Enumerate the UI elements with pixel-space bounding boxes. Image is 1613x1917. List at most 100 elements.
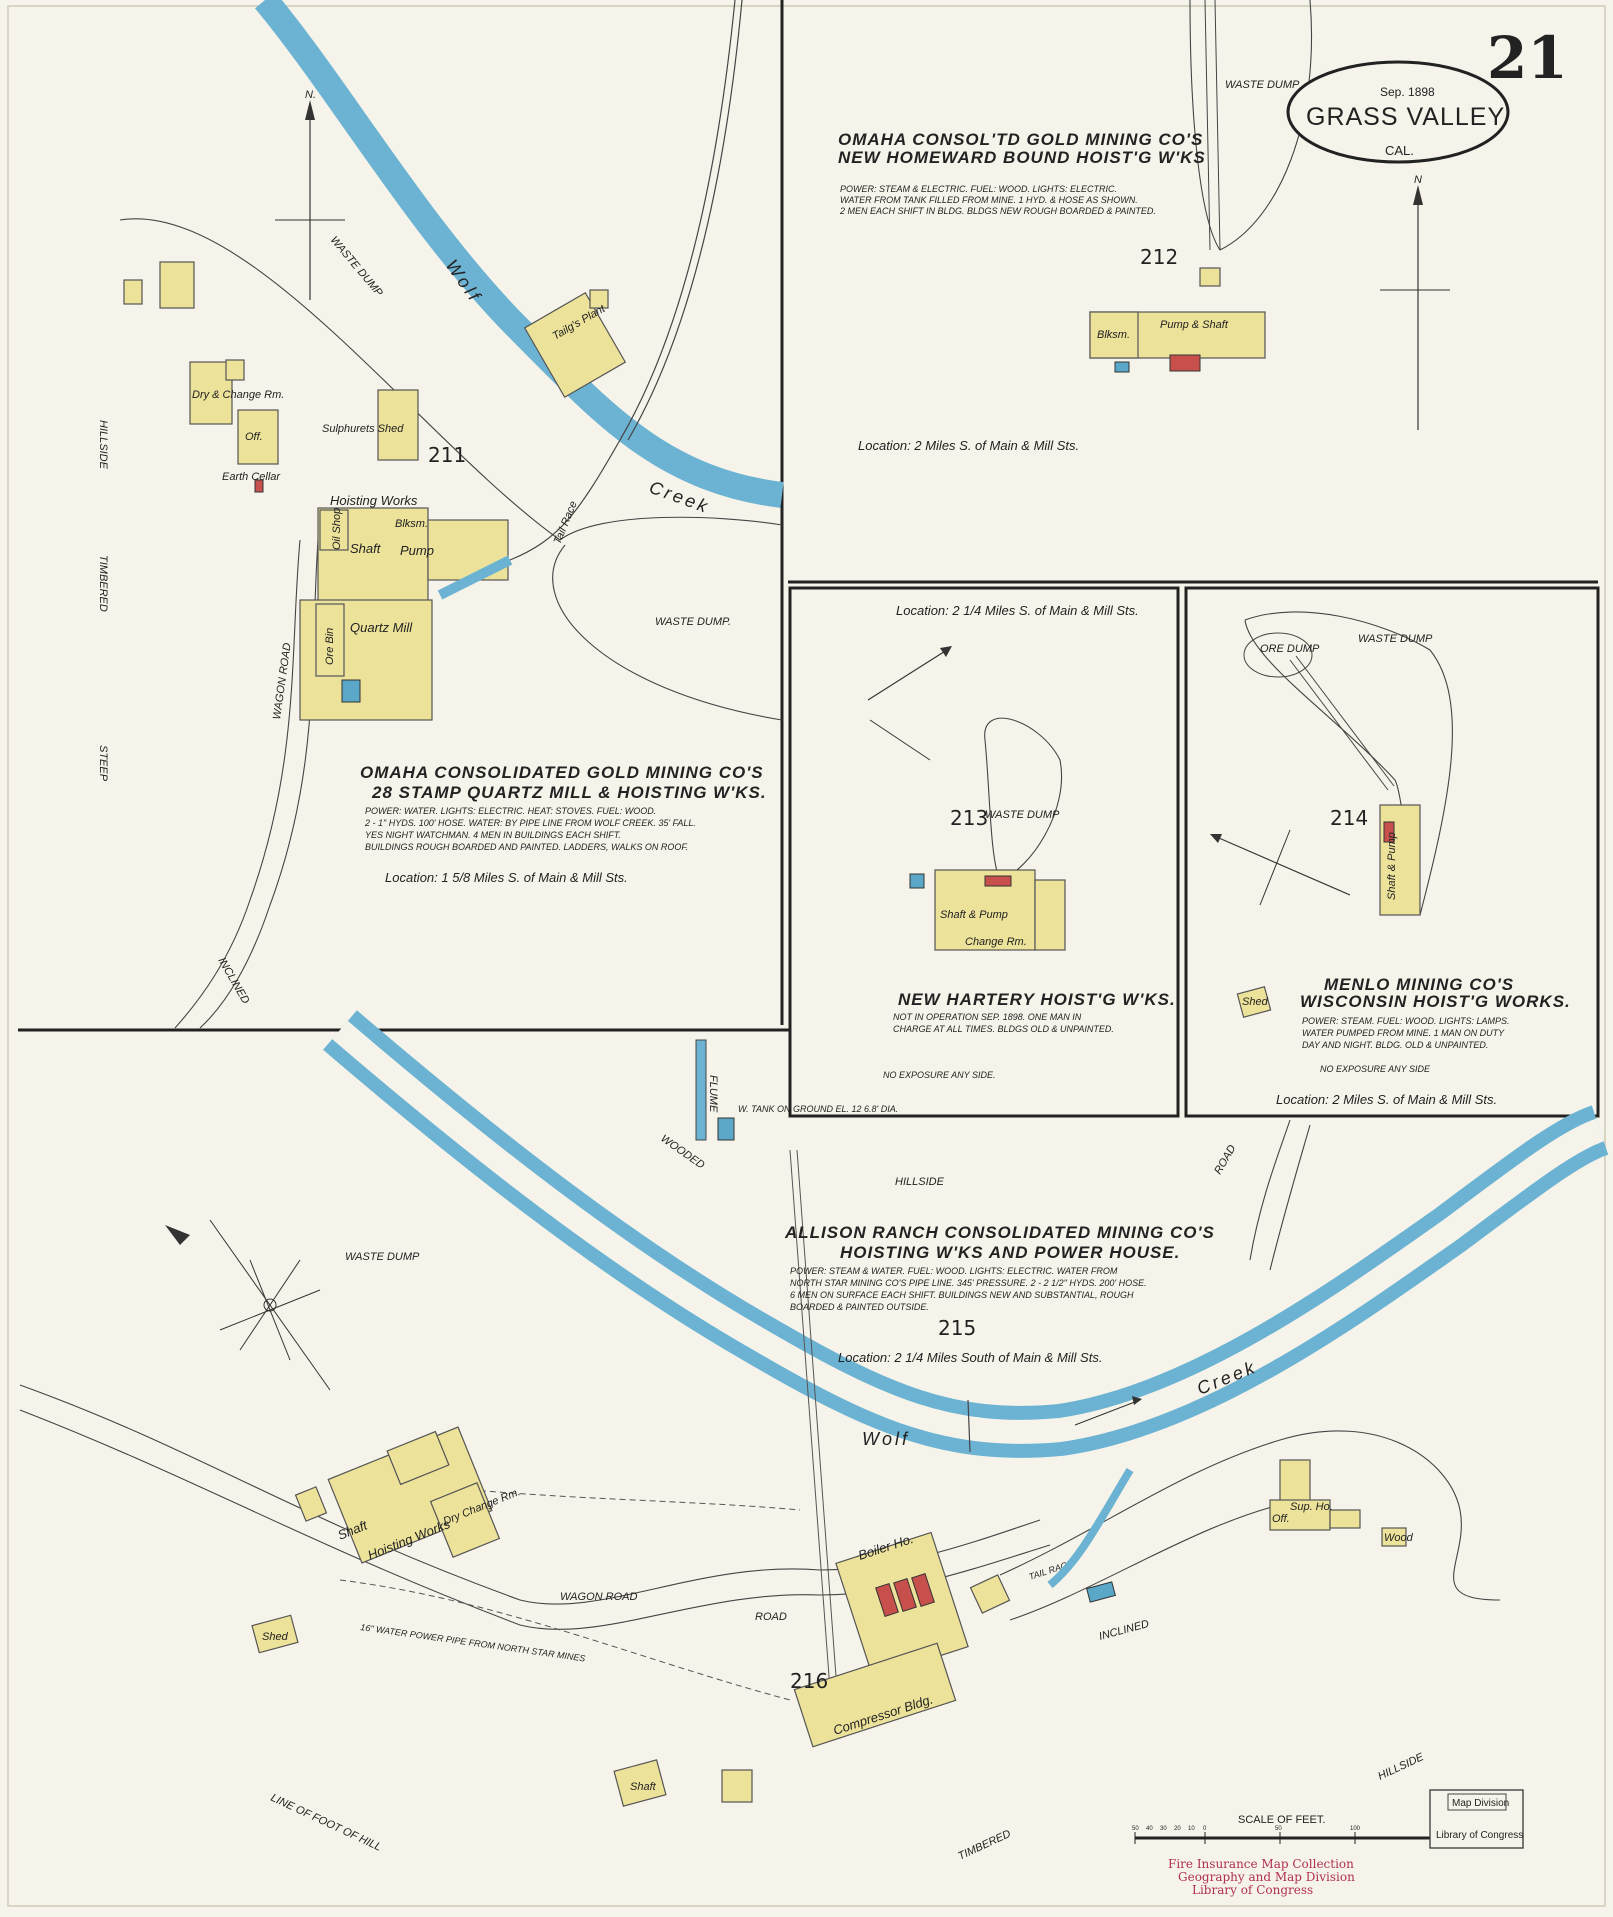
svg-text:50: 50	[1275, 1826, 1282, 1832]
panel-214: WASTE DUMP ORE DUMP Shaft & Pump Shed 21…	[1210, 611, 1571, 1107]
panel-frames	[18, 0, 1600, 1118]
panel-211-desc-3: YES NIGHT WATCHMAN. 4 MEN IN BUILDINGS E…	[365, 830, 621, 840]
panel-211-title-1: OMAHA CONSOLIDATED GOLD MINING CO'S	[360, 763, 764, 782]
block-number-215: 215	[938, 1316, 976, 1340]
hillside-label-211: HILLSIDE	[97, 420, 109, 470]
ore-bin-bldg	[315, 603, 345, 677]
shaft-label-211: Shaft	[350, 541, 382, 556]
svg-text:100: 100	[1350, 1826, 1361, 1832]
panel-213-location: Location: 2 1/4 Miles S. of Main & Mill …	[896, 603, 1139, 618]
panel-215-desc-1: POWER: STEAM & WATER. FUEL: WOOD. LIGHTS…	[790, 1266, 1118, 1276]
north-arrow-214	[1211, 834, 1351, 896]
panel-214-desc-1: POWER: STEAM. FUEL: WOOD. LIGHTS: LAMPS.	[1302, 1016, 1510, 1026]
panel-215-title-2: HOISTING W'KS AND POWER HOUSE.	[840, 1243, 1180, 1262]
tailings-plant-bldg	[523, 292, 627, 398]
svg-text:Library of Congress: Library of Congress	[1192, 1883, 1313, 1897]
shed-label-215: Shed	[262, 1631, 289, 1643]
shed-bldg-215	[251, 1614, 299, 1654]
waste-dump-label-211b: WASTE DUMP.	[655, 616, 731, 628]
steep-label-211: STEEP	[97, 745, 109, 782]
office-bldg-211	[237, 409, 279, 465]
panel-215: Wolf Creek W. TANK ON GROUND EL. 12 6.8'…	[19, 1010, 1609, 1863]
svg-text:0: 0	[1203, 1826, 1207, 1832]
creek-label-wolf-215: Wolf	[862, 1429, 910, 1449]
page-number: 21	[1487, 24, 1568, 92]
water-tank-215	[717, 1117, 735, 1141]
panel-214-desc-2: WATER PUMPED FROM MINE. 1 MAN ON DUTY	[1302, 1028, 1505, 1038]
panel-215-desc-2: NORTH STAR MINING CO'S PIPE LINE. 345' P…	[790, 1278, 1147, 1288]
waste-dump-label-213: WASTE DUMP	[985, 809, 1060, 821]
map-division-stamp: Map Division Library of Congress	[1429, 1789, 1524, 1849]
shed-214	[1236, 986, 1272, 1018]
pump-label-211: Pump	[400, 543, 434, 558]
ore-bin-label: Ore Bin	[324, 628, 336, 665]
panel-214-location: Location: 2 Miles S. of Main & Mill Sts.	[1276, 1092, 1497, 1107]
panel-212: WASTE DUMP Blksm. Pump & Shaft 212 N OMA…	[838, 0, 1568, 453]
panel-211-location: Location: 1 5/8 Miles S. of Main & Mill …	[385, 870, 628, 885]
svg-text:Map Division: Map Division	[1452, 1798, 1509, 1809]
panel-215-location: Location: 2 1/4 Miles South of Main & Mi…	[838, 1350, 1102, 1365]
wood-label: Wood	[1384, 1532, 1414, 1544]
timbered-label-211: TIMBERED	[97, 555, 109, 612]
ore-dump-label-214: ORE DUMP	[1260, 643, 1320, 655]
panel-212-desc-1: POWER: STEAM & ELECTRIC. FUEL: WOOD. LIG…	[840, 184, 1117, 194]
panel-211-desc-1: POWER: WATER. LIGHTS: ELECTRIC. HEAT: ST…	[365, 806, 656, 816]
panel-212-desc-2: WATER FROM TANK FILLED FROM MINE. 1 HYD.…	[840, 195, 1138, 205]
panel-214-title-1: MENLO MINING CO'S	[1324, 975, 1514, 994]
panel-211-desc-2: 2 - 1" HYDS. 100' HOSE. WATER: BY PIPE L…	[364, 818, 696, 828]
block-number-216: 216	[790, 1669, 828, 1693]
wagon-road-label-215: WAGON ROAD	[560, 1591, 637, 1603]
shaft-pump-label-214: Shaft & Pump	[1386, 832, 1398, 900]
blksm-label-211: Blksm.	[395, 518, 428, 530]
panel-212-title-2: NEW HOMEWARD BOUND HOIST'G W'KS	[838, 148, 1206, 167]
earth-cellar-label: Earth Cellar	[222, 471, 281, 483]
panel-213: Location: 2 1/4 Miles S. of Main & Mill …	[867, 603, 1176, 1080]
wood-shed	[1381, 1527, 1407, 1547]
scale-bar: SCALE OF FEET. 50 40 30 20 10 0 50 100	[1132, 1814, 1430, 1844]
flume-label: FLUME	[707, 1075, 719, 1113]
panel-212-desc-3: 2 MEN EACH SHIFT IN BLDG. BLDGS NEW ROUG…	[839, 206, 1156, 216]
office-label-215: Off.	[1272, 1513, 1290, 1525]
outbuilding-211a	[159, 261, 195, 309]
sup-house-label: Sup. Ho.	[1290, 1501, 1333, 1513]
sheet-date: Sep. 1898	[1380, 85, 1435, 99]
hillside-label-215: HILLSIDE	[895, 1176, 945, 1188]
block-number-214: 214	[1330, 806, 1368, 830]
panel-215-desc-3: 6 MEN ON SURFACE EACH SHIFT. BUILDINGS N…	[790, 1290, 1134, 1300]
dry-change-bldg-215	[429, 1482, 501, 1558]
svg-text:50: 50	[1132, 1826, 1139, 1832]
water-tank-211	[341, 679, 361, 703]
svg-text:Fire Insurance Map Collection: Fire Insurance Map Collection	[1168, 1857, 1354, 1871]
panel-213-title: NEW HARTERY HOIST'G W'KS.	[898, 990, 1176, 1009]
flume-215	[695, 1039, 707, 1141]
panel-213-desc-2: CHARGE AT ALL TIMES. BLDGS OLD & UNPAINT…	[893, 1024, 1114, 1034]
svg-text:40: 40	[1146, 1826, 1153, 1832]
panel-214-title-2: WISCONSIN HOIST'G WORKS.	[1300, 992, 1571, 1011]
city-cartouche	[1286, 60, 1510, 164]
block-number-211: 211	[428, 443, 466, 467]
road-label-215b: ROAD	[755, 1611, 787, 1623]
shed-label-214: Shed	[1242, 996, 1269, 1008]
tank-label-215: W. TANK ON GROUND EL. 12 6.8' DIA.	[738, 1104, 898, 1114]
office-label-211: Off.	[245, 431, 263, 443]
panel-214-frame	[1184, 586, 1600, 1118]
pump-shaft-label-212: Pump & Shaft	[1160, 319, 1229, 331]
panel-215-title-1: ALLISON RANCH CONSOLIDATED MINING CO'S	[784, 1223, 1215, 1242]
panel-212-title-1: OMAHA CONSOL'TD GOLD MINING CO'S	[838, 130, 1203, 149]
wolf-creek-211	[255, 0, 784, 508]
panel-212-location: Location: 2 Miles S. of Main & Mill Sts.	[858, 438, 1079, 453]
svg-text:N: N	[1414, 174, 1422, 186]
state-name: CAL.	[1385, 143, 1414, 158]
scale-label: SCALE OF FEET.	[1238, 1814, 1325, 1826]
svg-text:20: 20	[1174, 1826, 1181, 1832]
panel-211: Wolf Creek WASTE DUMP WASTE DUMP. Tail R…	[97, 0, 784, 1029]
panel-211-desc-4: BUILDINGS ROUGH BOARDED AND PAINTED. LAD…	[365, 842, 688, 852]
blksm-bldg-212	[1089, 311, 1139, 359]
city-name: GRASS VALLEY	[1306, 103, 1505, 131]
block-number-213: 213	[950, 806, 988, 830]
compressor-bldg	[793, 1642, 957, 1748]
block-number-212: 212	[1140, 245, 1178, 269]
change-rm-label-213: Change Rm.	[965, 936, 1027, 948]
